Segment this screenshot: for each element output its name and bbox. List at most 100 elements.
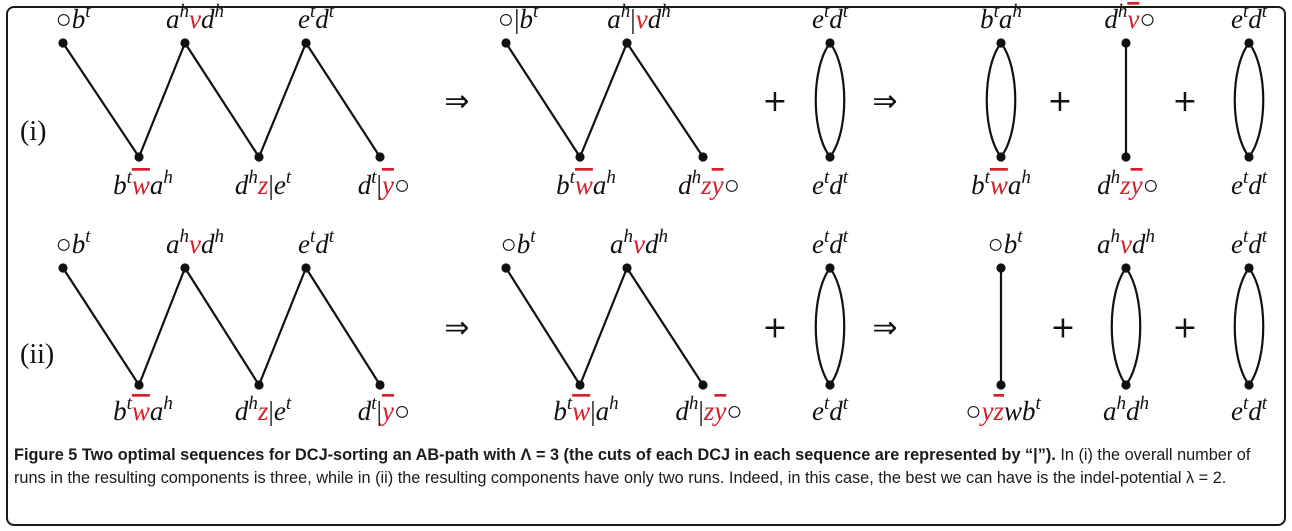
row1-panel3-top-label: et​dt​ (812, 1, 849, 34)
row2-panel6-node-bottom (1244, 380, 1254, 390)
row2-panel1-node-3 (180, 263, 190, 273)
row1-panel3-edge-left (814, 42, 831, 158)
row2-panel3-edge-right (829, 267, 846, 386)
row2-panel3-bottom-label: et​dt​ (812, 393, 849, 426)
row1-panel2-edge-3 (626, 42, 704, 158)
row1-panel4-top-label: bt​ah​ (980, 1, 1022, 34)
row1-panel2-top-label-2: ah​|vdh​ (607, 1, 670, 34)
row2-panel5-edge-left (1110, 267, 1127, 386)
row1-panel5-node-bottom (1121, 152, 1131, 162)
row2-panel1-node-6 (375, 380, 385, 390)
row2-panel2-edge-3 (626, 267, 704, 386)
row2-label: (ii) (20, 339, 54, 370)
row1-panel2-node-4 (698, 152, 708, 162)
figure-caption: Figure 5 Two optimal sequences for DCJ-s… (14, 444, 1276, 490)
row2-panel1-bottom-label-1: bt​wah​ (113, 393, 173, 426)
row1-panel6-bottom-label: et​dt​ (1231, 167, 1268, 200)
row2-panel2-node-3 (622, 263, 632, 273)
row2-implies-1: ⇒ (444, 311, 469, 346)
figure-frame (6, 6, 1286, 526)
row1-panel1-edge-5 (305, 42, 381, 158)
row1-panel1-node-2 (134, 152, 144, 162)
row2-plus-1: + (762, 311, 787, 346)
row2-panel1-bottom-label-3: dt​|y○ (358, 393, 410, 426)
row1-panel1-bottom-label-2: dh​z|et​ (235, 167, 292, 200)
row1-panel4-node-top (996, 38, 1006, 48)
row1-panel4-bottom-label: bt​wah​ (971, 167, 1031, 200)
row2-panel1-edge-5 (305, 267, 381, 386)
row1-panel1-node-4 (254, 152, 264, 162)
row2-panel3-top-label: et​dt​ (812, 226, 849, 259)
row1-panel2-bottom-label-2: dh​zy○ (678, 167, 740, 200)
row2-panel2-node-4 (698, 380, 708, 390)
row2-panel6-top-label: et​dt​ (1231, 226, 1268, 259)
row2-panel2-node-1 (501, 263, 511, 273)
row1-panel2-top-label-1: ○|bt​ (498, 1, 539, 34)
row2-panel2-node-2 (575, 380, 585, 390)
row1-panel1-bottom-label-3: dt​|y○ (358, 167, 410, 200)
caption-body: In (i) the overall number of runs in the… (14, 446, 1251, 487)
row1-panel3-node-top (825, 38, 835, 48)
row1-panel1-edge-3 (184, 42, 260, 158)
row1-panel6-top-label: et​dt​ (1231, 1, 1268, 34)
caption-title: Figure 5 Two optimal sequences for DCJ-s… (14, 446, 1056, 464)
row2-panel1-edge-3 (184, 267, 260, 386)
row1-panel2-node-3 (622, 38, 632, 48)
row1-panel1-edge-2 (137, 42, 187, 158)
row1-panel1-edge-1 (62, 42, 140, 158)
row2-panel4-node-bottom (996, 380, 1006, 390)
row1-panel3-bottom-label: et​dt​ (812, 167, 849, 200)
row2-plus-2: + (1050, 311, 1075, 346)
row1-panel6-edge-right (1248, 42, 1265, 158)
row2-panel5-top-label: ah​vdh​ (1097, 226, 1155, 259)
row1-panel1-node-3 (180, 38, 190, 48)
row1-panel1-bottom-label-1: bt​wah​ (113, 167, 173, 200)
row2-panel1-node-4 (254, 380, 264, 390)
row2-implies-2: ⇒ (872, 311, 897, 346)
row1-panel1-top-label-3: et​dt​ (298, 1, 335, 34)
row2-panel1-edge-1 (62, 267, 140, 386)
row2-panel4-node-top (996, 263, 1006, 273)
row1-plus-3: + (1172, 84, 1197, 119)
row1-panel5-bottom-label: dh​zy○ (1097, 167, 1159, 200)
row1-panel4-edge-right (1000, 42, 1017, 158)
row2-panel2-bottom-label-2: dh​|zy○ (675, 393, 742, 426)
row1-panel2-node-1 (501, 38, 511, 48)
row1-panel3-edge-right (829, 42, 846, 158)
row2-panel2-top-label-2: ah​vdh​ (610, 226, 668, 259)
row2-panel1-edge-2 (137, 267, 187, 386)
row1-label: (i) (20, 116, 46, 147)
row2-panel6-edge-right (1248, 267, 1265, 386)
row1-panel6-node-top (1244, 38, 1254, 48)
row2-panel1-bottom-label-2: dh​z|et​ (235, 393, 292, 426)
row1-panel1-top-label-2: ah​vdh​ (166, 1, 224, 34)
row2-panel3-edge-left (814, 267, 831, 386)
row1-panel2-edge-1 (505, 42, 581, 158)
row2-panel6-node-top (1244, 263, 1254, 273)
row2-panel1-node-1 (58, 263, 68, 273)
row1-panel1-edge-4 (257, 42, 308, 158)
row2-panel5-node-top (1121, 263, 1131, 273)
row1-panel4-node-bottom (996, 152, 1006, 162)
row1-panel4-edge-left (985, 42, 1002, 158)
row2-panel2-edge-1 (505, 267, 581, 386)
row2-panel3-node-top (825, 263, 835, 273)
row2-panel5-bottom-label: ah​dh​ (1103, 393, 1149, 426)
row1-panel5-top-label: dh​v○ (1104, 1, 1155, 34)
row1-panel1-top-label-1: ○bt​ (55, 1, 91, 34)
row2-panel6-bottom-label: et​dt​ (1231, 393, 1268, 426)
row2-panel4-top-label: ○bt​ (987, 226, 1023, 259)
row2-panel1-top-label-1: ○bt​ (55, 226, 91, 259)
row1-panel5-node-top (1121, 38, 1131, 48)
row2-panel1-node-5 (301, 263, 311, 273)
row2-panel1-top-label-2: ah​vdh​ (166, 226, 224, 259)
row1-panel1-node-5 (301, 38, 311, 48)
row1-plus-1: + (762, 84, 787, 119)
row2-plus-3: + (1172, 311, 1197, 346)
row1-implies-1: ⇒ (444, 84, 469, 119)
row2-panel5-edge-right (1125, 267, 1142, 386)
row1-panel1-node-6 (375, 152, 385, 162)
row1-panel2-node-2 (575, 152, 585, 162)
row2-panel1-edge-4 (257, 267, 308, 386)
row1-panel6-node-bottom (1244, 152, 1254, 162)
